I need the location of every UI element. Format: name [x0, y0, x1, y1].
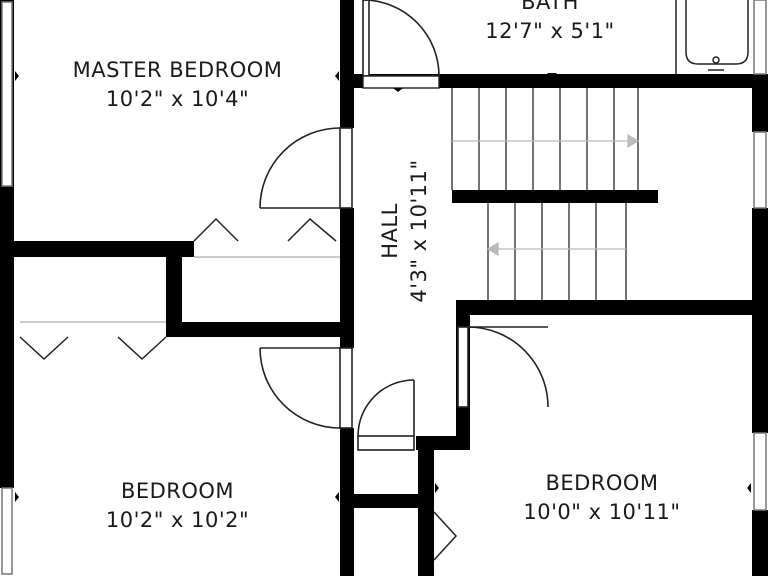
doors	[259, 0, 549, 451]
door-master-swing	[259, 127, 341, 209]
wall-right-lower	[752, 510, 768, 576]
window-bath	[753, 0, 767, 75]
window-master	[1, 1, 13, 187]
room-name: HALL	[378, 203, 402, 259]
room-dimensions: 12'7" x 5'1"	[485, 19, 615, 43]
wall-center-mid	[340, 208, 354, 348]
closet-doors	[19, 217, 458, 561]
room-label-master-bedroom: MASTER BEDROOM 10'2" x 10'4"	[40, 56, 315, 114]
window-right-upper	[753, 131, 767, 209]
wall-bath-bottom	[354, 74, 768, 88]
door-linen-swing	[357, 379, 415, 437]
door-right-bedroom-swing	[467, 326, 549, 408]
room-dimensions: 10'0" x 10'11"	[523, 500, 681, 524]
wall-center-upper	[340, 0, 354, 128]
room-dimensions: 4'3" x 10'11"	[407, 159, 431, 303]
wall-stair-divider	[452, 190, 658, 203]
door-bedroom-left-swing	[259, 347, 341, 429]
wall-linen-bottom	[354, 494, 418, 508]
room-dimensions: 10'2" x 10'2"	[105, 508, 250, 532]
dimension-ticks	[15, 71, 751, 502]
room-name: BEDROOM	[545, 471, 659, 495]
door-bedroom-left-leaf	[339, 347, 353, 429]
wall-left-mid	[0, 186, 14, 332]
bathtub	[675, 0, 749, 74]
room-label-bedroom-right: BEDROOM 10'0" x 10'11"	[487, 469, 717, 527]
wall-closet-bottom	[166, 322, 340, 337]
door-linen-leaf	[357, 435, 415, 451]
door-bath-swing	[362, 0, 440, 77]
room-name: BATH	[521, 0, 579, 14]
door-right-bedroom-leaf	[457, 326, 469, 408]
room-name: BEDROOM	[120, 479, 235, 503]
wall-bedroom-divider	[418, 436, 434, 576]
stair-arrows	[452, 133, 640, 257]
door-master-leaf	[339, 127, 353, 209]
wall-closet-top	[14, 241, 194, 257]
room-name: MASTER BEDROOM	[72, 58, 283, 82]
window-right-lower	[753, 432, 767, 511]
room-label-bedroom-left: BEDROOM 10'2" x 10'2"	[60, 477, 295, 535]
window-bedroom-left	[1, 487, 13, 575]
room-dimensions: 10'2" x 10'4"	[105, 87, 250, 111]
staircase	[451, 88, 639, 300]
room-label-bath: BATH 12'7" x 5'1"	[460, 0, 640, 46]
wall-closet-post	[166, 241, 182, 337]
wall-left-lower	[0, 332, 14, 488]
door-bath-leaf	[362, 0, 370, 77]
wall-right-bedroom-top	[456, 300, 768, 315]
wall-right-mid	[752, 208, 768, 433]
wall-right-upper	[752, 88, 768, 132]
wall-center-lower	[340, 428, 354, 576]
